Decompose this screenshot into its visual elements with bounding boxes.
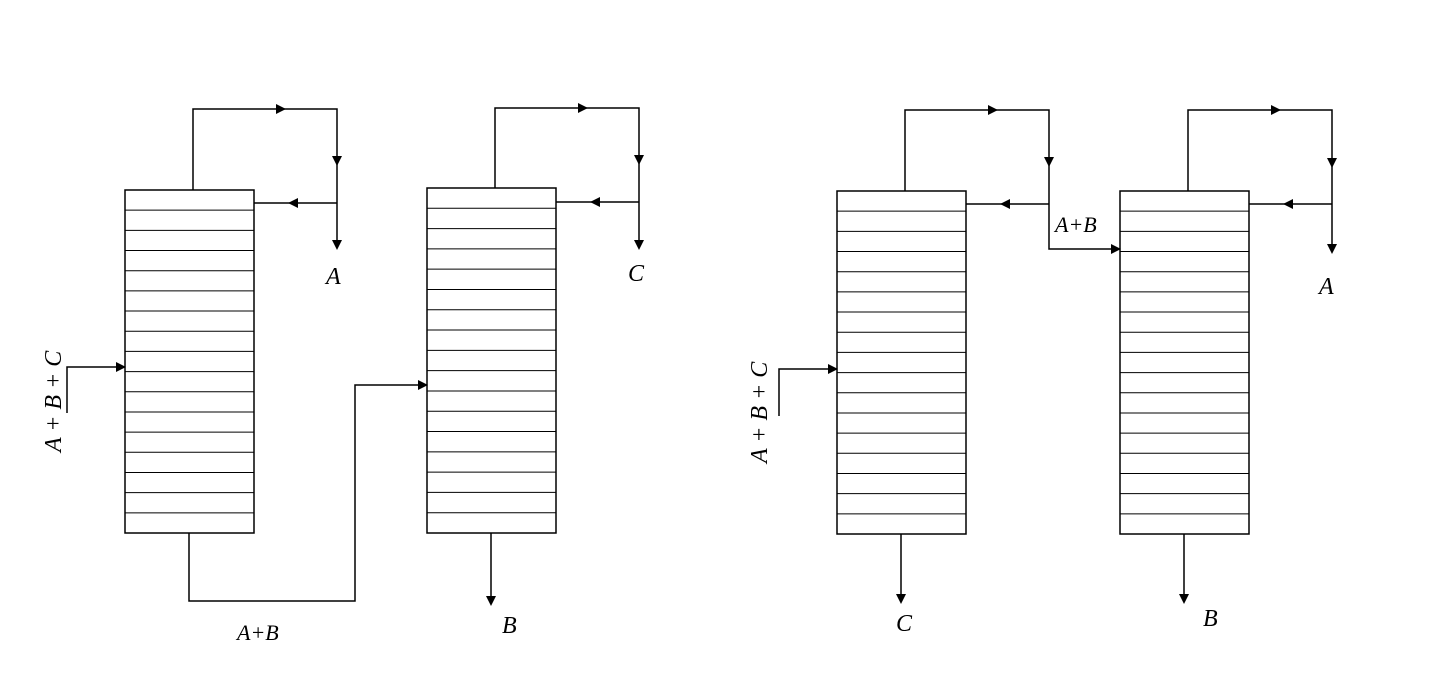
transfer-stream-left	[188, 380, 428, 602]
column-right-2	[1119, 190, 1250, 535]
bottoms-stream-right-1	[896, 534, 906, 604]
scheme-left: A + B + C A C B A+B	[41, 103, 645, 645]
label-feed-left: A + B + C	[41, 350, 67, 454]
label-left-transfer: A+B	[235, 620, 279, 645]
label-right-col2-bottom: B	[1203, 606, 1218, 632]
label-right-transfer: A+B	[1053, 212, 1097, 237]
feed-stream-left	[66, 362, 126, 413]
label-right-col2-top: A	[1317, 274, 1334, 300]
bottoms-stream-left-2	[486, 533, 496, 606]
overhead-loop-left-2	[494, 103, 644, 250]
label-feed-right: A + B + C	[747, 361, 773, 465]
feed-stream-right	[778, 364, 838, 416]
label-left-col2-bottom: B	[502, 613, 517, 639]
bottoms-stream-right-2	[1179, 534, 1189, 604]
overhead-loop-right-2	[1187, 105, 1337, 254]
column-left-2	[426, 187, 557, 534]
label-left-col1-top: A	[324, 264, 341, 290]
column-right-1	[836, 190, 967, 535]
overhead-loop-left-1	[192, 104, 342, 250]
label-right-col1-bottom: C	[896, 611, 913, 637]
scheme-right: A + B + C C A+B A B	[747, 105, 1337, 637]
overhead-loop-right-1	[904, 105, 1121, 254]
label-left-col2-top: C	[628, 261, 645, 287]
column-left-1	[124, 189, 255, 534]
